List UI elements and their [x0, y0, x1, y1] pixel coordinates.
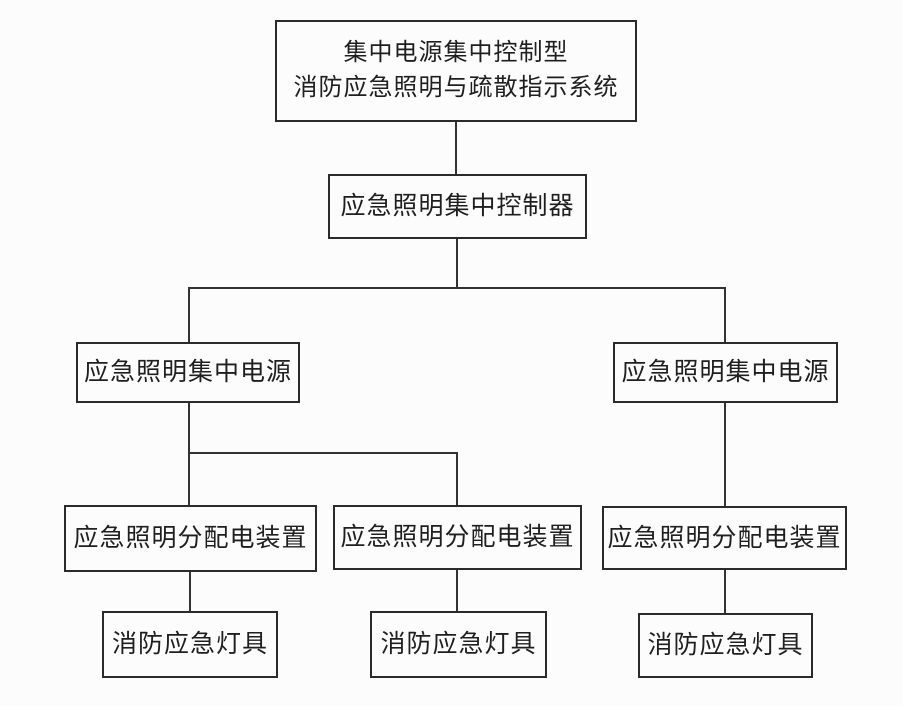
node-distribution-device-right: 应急照明分配电装置	[602, 506, 847, 570]
node-emergency-lamp-middle-label: 消防应急灯具	[380, 631, 537, 658]
node-system-title-label: 集中电源集中控制型 消防应急照明与疏散指示系统	[293, 40, 619, 101]
node-central-power-right: 应急照明集中电源	[613, 342, 838, 403]
node-central-controller-label: 应急照明集中控制器	[340, 193, 575, 220]
connector-drop-dist-left	[188, 452, 190, 505]
connector-power-right-to-dist-right	[724, 403, 726, 506]
connector-drop-power-right	[724, 287, 726, 342]
node-central-power-left-label: 应急照明集中电源	[83, 359, 292, 386]
node-system-title: 集中电源集中控制型 消防应急照明与疏散指示系统	[275, 20, 637, 122]
connector-dist-middle-to-lamp	[456, 570, 458, 611]
connector-level2-branch	[188, 287, 726, 289]
connector-power-left-stem	[188, 403, 190, 454]
connector-controller-stem	[456, 239, 458, 289]
node-central-power-left: 应急照明集中电源	[76, 342, 300, 403]
connector-dist-left-to-lamp	[189, 572, 191, 611]
node-distribution-device-middle-label: 应急照明分配电装置	[340, 524, 575, 551]
node-distribution-device-middle: 应急照明分配电装置	[333, 505, 582, 570]
connector-drop-dist-middle	[456, 452, 458, 505]
node-emergency-lamp-left-label: 消防应急灯具	[111, 631, 268, 658]
node-distribution-device-left: 应急照明分配电装置	[64, 505, 317, 572]
node-distribution-device-left-label: 应急照明分配电装置	[73, 525, 308, 552]
node-emergency-lamp-left: 消防应急灯具	[102, 611, 278, 678]
node-distribution-device-right-label: 应急照明分配电装置	[607, 524, 842, 552]
connector-dist-right-to-lamp	[724, 570, 726, 613]
connector-drop-power-left	[188, 287, 190, 342]
node-emergency-lamp-right: 消防应急灯具	[638, 613, 813, 678]
node-central-controller: 应急照明集中控制器	[328, 174, 587, 239]
node-emergency-lamp-right-label: 消防应急灯具	[647, 632, 804, 659]
connector-level3-branch	[188, 452, 458, 454]
connector-root-to-controller	[455, 122, 457, 174]
node-emergency-lamp-middle: 消防应急灯具	[370, 611, 547, 678]
node-central-power-right-label: 应急照明集中电源	[621, 359, 830, 386]
